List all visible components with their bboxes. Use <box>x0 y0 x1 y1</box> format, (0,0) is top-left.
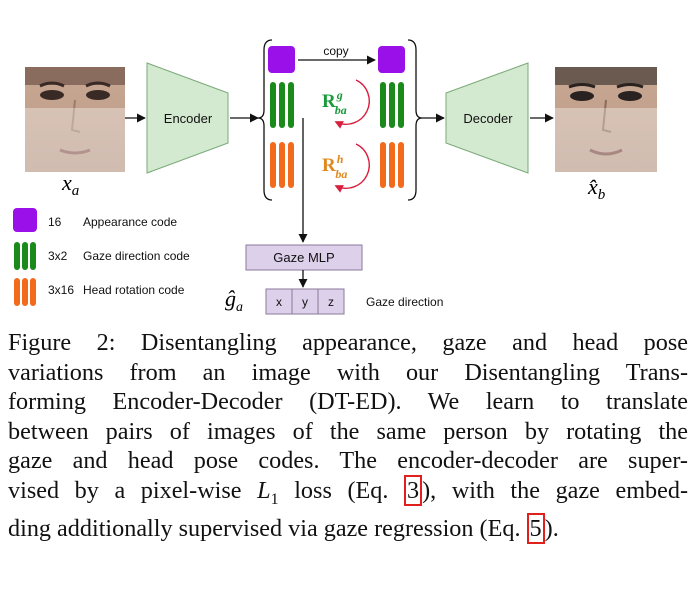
decoder-label: Decoder <box>463 111 513 126</box>
encoder-label: Encoder <box>164 111 213 126</box>
caption-line: gaze and head pose codes. The encoder-de… <box>8 447 688 475</box>
caption-line: variations from an image with our Disent… <box>8 358 688 386</box>
legend-gaze-dims: 3x2 <box>48 249 68 263</box>
output-label: x̂b <box>587 174 606 203</box>
equation-ref-link[interactable]: 5 <box>526 513 545 545</box>
caption-text: ). <box>544 515 559 543</box>
gaze-z-cell <box>317 288 345 315</box>
gaze-direction-label: Gaze direction <box>366 295 443 309</box>
gaze-output-label: ĝa <box>225 286 243 315</box>
gaze-rotation-icon <box>334 79 370 129</box>
gaze-mlp-block <box>245 244 363 271</box>
legend-head-icon <box>14 278 36 306</box>
copy-label: copy <box>323 44 348 58</box>
legend-appearance-icon <box>13 208 37 232</box>
caption-line: vised by a pixel-wise L1 loss (Eq. 3), w… <box>8 474 689 514</box>
gaze-code-right <box>380 82 404 128</box>
equation-ref-link[interactable]: 3 <box>404 474 423 506</box>
head-code-right <box>380 142 404 188</box>
caption-line: forming Encoder-Decoder (DT-ED). We lear… <box>8 388 688 416</box>
caption-text: ), with the gaze embed- <box>422 476 689 504</box>
legend-appearance-dims: 16 <box>48 215 62 229</box>
appearance-code-right <box>378 46 405 73</box>
gaze-x-label: x <box>276 295 282 309</box>
input-label: xa <box>61 170 79 199</box>
figure-caption: Figure 2: Disentangling appearance, gaze… <box>8 328 689 545</box>
caption-text: vised by a pixel-wise <box>8 476 258 504</box>
gaze-y-label: y <box>302 295 308 309</box>
gaze-x-cell <box>265 288 293 315</box>
head-rotation-icon <box>334 143 370 193</box>
input-face-image <box>25 67 125 172</box>
encoder-block <box>146 62 229 174</box>
left-code-bracket <box>257 39 273 201</box>
gaze-mlp-label: Gaze MLP <box>273 250 334 265</box>
legend-head-dims: 3x16 <box>48 283 74 297</box>
appearance-code-left <box>268 46 295 73</box>
gaze-code-left <box>270 82 294 128</box>
right-code-bracket <box>407 39 423 201</box>
caption-line: Figure 2: Disentangling appearance, gaze… <box>8 329 688 356</box>
head-code-left <box>270 142 294 188</box>
l1-loss-symbol: L1 <box>257 476 279 508</box>
caption-line: between pairs of images of the same pers… <box>8 417 688 445</box>
legend-gaze-label: Gaze direction code <box>83 249 190 263</box>
legend-gaze-icon <box>14 242 36 270</box>
caption-line: ding additionally supervised via gaze re… <box>8 513 688 545</box>
decoder-block <box>445 62 529 174</box>
caption-text: loss (Eq. <box>278 476 405 504</box>
caption-text: ding additionally supervised via gaze re… <box>8 515 527 543</box>
gaze-z-label: z <box>328 295 334 309</box>
legend-head-label: Head rotation code <box>83 283 185 297</box>
legend-appearance-label: Appearance code <box>83 215 177 229</box>
gaze-vector: x y z <box>265 288 345 315</box>
output-face-image <box>555 67 657 172</box>
